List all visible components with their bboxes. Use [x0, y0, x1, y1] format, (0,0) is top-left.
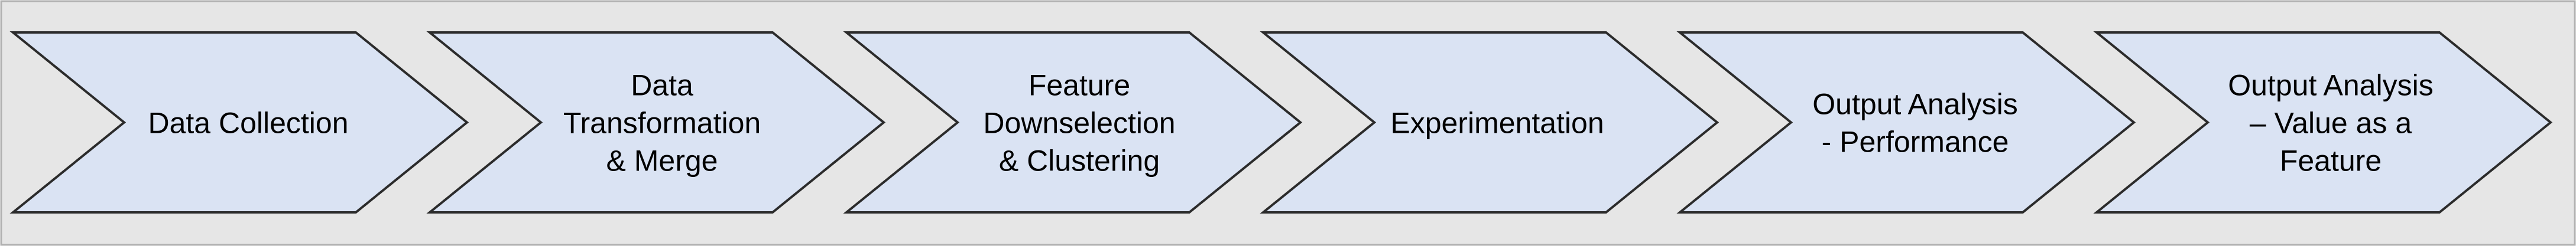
chevron-step-3-label-line: Downselection [983, 107, 1175, 140]
chevron-step-6-label-line: – Value as a [2250, 107, 2412, 140]
chevron-step-5-label-line: Output Analysis [1812, 88, 2017, 121]
chevron-step-1-label: Data Collection [148, 107, 348, 140]
chevron-step-6-label-line: Output Analysis [2228, 69, 2433, 102]
chevron-step-6-label: Output Analysis – Value as a Feature [2228, 69, 2433, 178]
chevron-step-1-label-line: Data Collection [148, 107, 348, 140]
chevron-step-2-label-line: & Merge [606, 145, 718, 178]
chevron-step-1 [9, 31, 469, 214]
chevron-step-3 [843, 31, 1303, 214]
chevron-step-3-label-line: & Clustering [999, 145, 1160, 178]
chevron-step-5-label-line: - Performance [1822, 126, 2009, 159]
chevron-step-2-label-line: Transformation [563, 107, 761, 140]
chevron-step-4 [1260, 31, 1720, 214]
chevron-step-4-label-line: Experimentation [1390, 107, 1604, 140]
chevron-step-2-label-line: Data [631, 69, 693, 102]
chevron-step-5 [1676, 31, 2136, 214]
chevron-step-2 [426, 31, 886, 214]
chevron-step-5-label: Output Analysis - Performance [1812, 88, 2017, 159]
chevron-step-6-label-line: Feature [2280, 145, 2382, 178]
chevron-step-6 [2093, 31, 2553, 214]
chevron-step-3-label-line: Feature [1029, 69, 1130, 102]
chevron-step-4-label: Experimentation [1390, 107, 1604, 140]
